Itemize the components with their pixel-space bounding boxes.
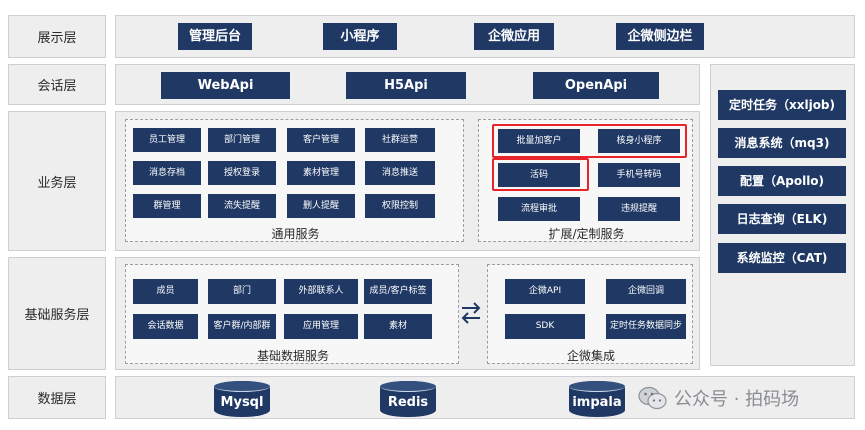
admin-console-box: 管理后台 (178, 23, 252, 50)
common-service-item: 部门管理 (208, 128, 276, 152)
base-data-item: 素材 (364, 314, 432, 339)
exchange-arrows-icon (461, 302, 481, 324)
wecom-integration-item: 定时任务数据同步 (606, 314, 686, 339)
watermark-text: 公众号 · 拍码场 (674, 389, 800, 410)
base-data-group: 成员 部门 外部联系人 成员/客户标签 会话数据 客户群/内部群 应用管理 素材… (125, 264, 459, 364)
h5api-box: H5Api (346, 72, 466, 99)
custom-service-item: 核身小程序 (598, 129, 680, 153)
presentation-layer-panel: 管理后台 小程序 企微应用 企微侧边栏 (115, 15, 855, 58)
common-service-item: 流失提醒 (208, 194, 276, 218)
business-layer-label: 业务层 (8, 111, 106, 251)
webapi-box: WebApi (161, 72, 290, 99)
base-data-item: 成员 (133, 279, 198, 304)
side-service-cat: 系统监控（CAT) (718, 243, 846, 273)
watermark: 公众号 · 拍码场 (638, 381, 860, 415)
common-service-item: 权限控制 (365, 194, 435, 218)
impala-database: impala (569, 381, 625, 417)
mini-program-box: 小程序 (323, 23, 397, 50)
data-layer-label: 数据层 (8, 376, 106, 419)
custom-service-item: 手机号转码 (598, 163, 680, 187)
redis-database: Redis (380, 381, 436, 417)
side-service-mq: 消息系统（mq3) (718, 128, 846, 158)
base-data-item: 会话数据 (133, 314, 198, 339)
base-data-item: 外部联系人 (284, 279, 358, 304)
common-service-item: 员工管理 (133, 128, 201, 152)
common-service-item: 社群运营 (365, 128, 435, 152)
custom-service-item: 流程审批 (498, 197, 580, 221)
wecom-integration-item: SDK (505, 314, 585, 339)
openapi-box: OpenApi (533, 72, 659, 99)
wechat-icon (638, 386, 667, 410)
presentation-layer-label: 展示层 (8, 15, 106, 58)
common-service-item: 授权登录 (208, 161, 276, 185)
wecom-integration-item: 企微API (505, 279, 585, 304)
custom-service-item: 活码 (498, 163, 580, 187)
wecom-integration-title: 企微集成 (566, 349, 615, 363)
wecom-sidebar-box: 企微侧边栏 (616, 23, 704, 50)
common-service-item: 消息推送 (365, 161, 435, 185)
side-service-elk: 日志查询（ELK) (718, 204, 846, 234)
business-layer-panel: 员工管理 部门管理 客户管理 社群运营 消息存档 授权登录 素材管理 消息推送 … (115, 111, 700, 251)
custom-service-item: 批量加客户 (498, 129, 580, 153)
base-layer-panel: 成员 部门 外部联系人 成员/客户标签 会话数据 客户群/内部群 应用管理 素材… (115, 257, 700, 370)
side-services-panel: 定时任务（xxljob) 消息系统（mq3) 配置（Apollo) 日志查询（E… (710, 64, 855, 366)
common-service-item: 客户管理 (287, 128, 355, 152)
common-services-title: 通用服务 (271, 227, 320, 241)
side-service-xxljob: 定时任务（xxljob) (718, 90, 846, 120)
common-service-item: 消息存档 (133, 161, 201, 185)
wecom-app-box: 企微应用 (474, 23, 554, 50)
common-service-item: 素材管理 (287, 161, 355, 185)
base-data-item: 部门 (208, 279, 276, 304)
wecom-integration-item: 企微回调 (606, 279, 686, 304)
session-layer-panel: WebApi H5Api OpenApi (115, 64, 700, 105)
custom-services-group: 批量加客户 核身小程序 活码 手机号转码 流程审批 违规提醒 扩展/定制服务 (478, 119, 693, 242)
session-layer-label: 会话层 (8, 64, 106, 105)
side-service-apollo: 配置（Apollo) (718, 166, 846, 196)
common-service-item: 删人提醒 (287, 194, 355, 218)
data-layer-panel: Mysql Redis impala (115, 376, 855, 419)
mysql-database: Mysql (214, 381, 270, 417)
custom-services-title: 扩展/定制服务 (548, 227, 625, 241)
base-data-item: 成员/客户标签 (364, 279, 432, 304)
custom-service-item: 违规提醒 (598, 197, 680, 221)
base-data-title: 基础数据服务 (256, 349, 329, 363)
base-data-item: 客户群/内部群 (208, 314, 276, 339)
highlight-frame-top (492, 124, 687, 158)
highlight-frame-bottom (492, 158, 589, 191)
base-data-item: 应用管理 (284, 314, 358, 339)
common-services-group: 员工管理 部门管理 客户管理 社群运营 消息存档 授权登录 素材管理 消息推送 … (125, 119, 464, 242)
common-service-item: 群管理 (133, 194, 201, 218)
wecom-integration-group: 企微API 企微回调 SDK 定时任务数据同步 企微集成 (487, 264, 693, 364)
base-layer-label: 基础服务层 (8, 257, 106, 370)
